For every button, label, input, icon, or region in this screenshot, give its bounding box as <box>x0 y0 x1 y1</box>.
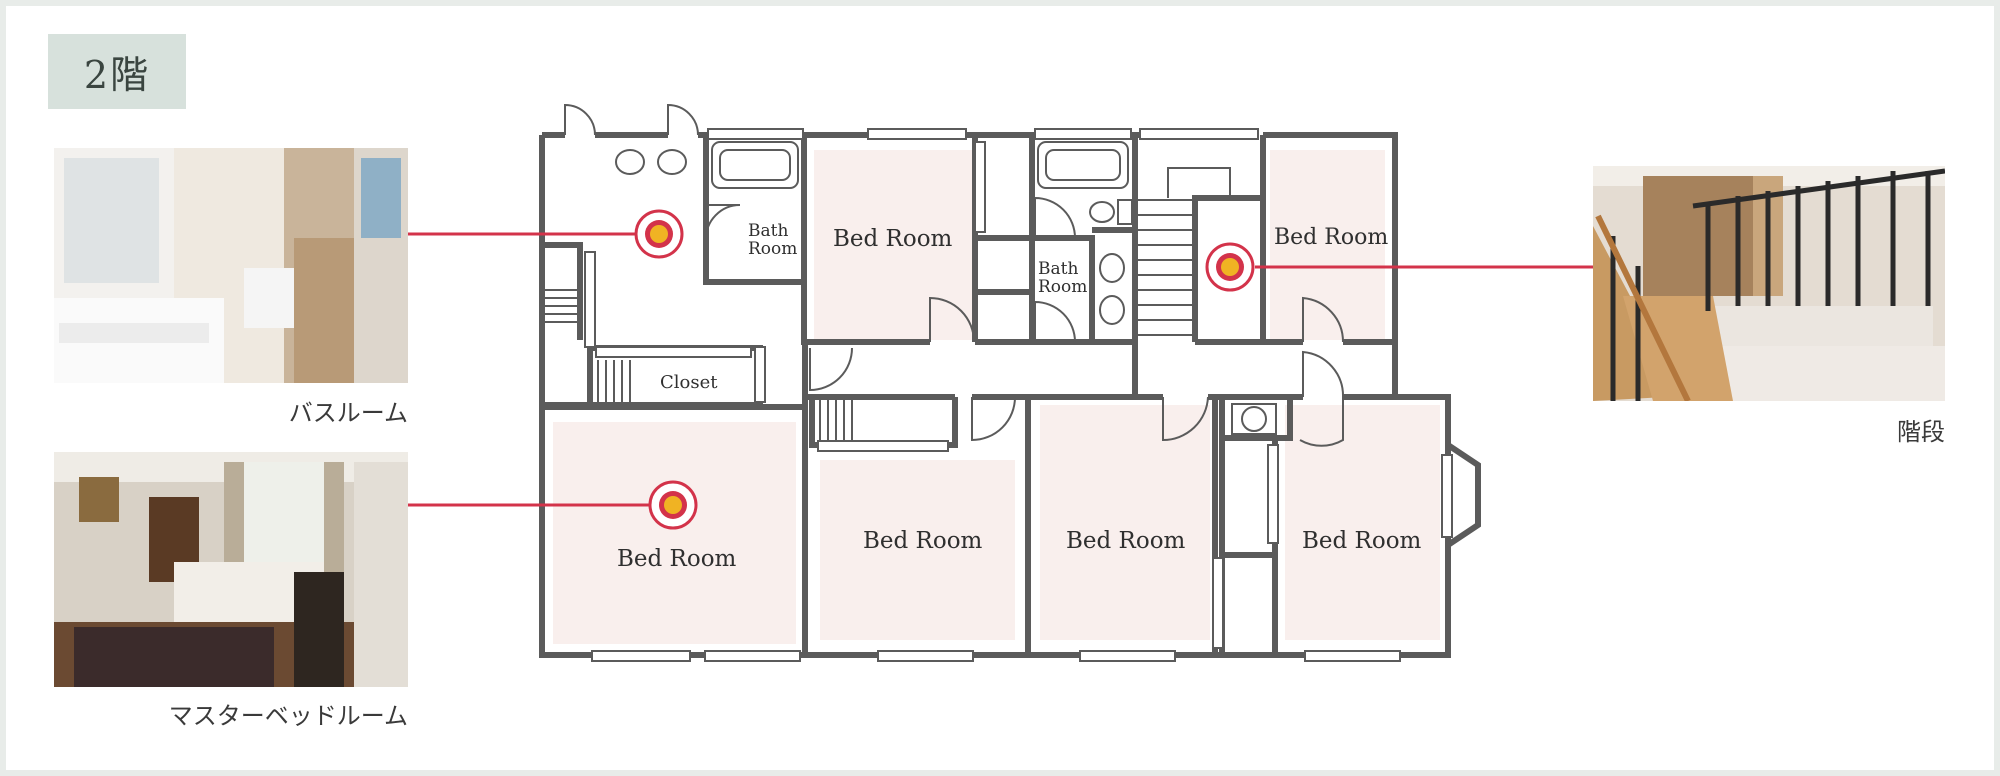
room-label-bath-b: Bath <box>1038 259 1078 279</box>
fixtures <box>615 141 1277 435</box>
bathroom-caption: バスルーム <box>288 399 408 427</box>
room-label-bed-1: Bed Room <box>833 226 953 252</box>
room-label-bed-5: Bed Room <box>1302 528 1422 554</box>
room-label-bath-a: Bath <box>748 221 788 241</box>
room-label-bath-b-2: Room <box>1038 277 1087 297</box>
room-label-bed-master: Bed Room <box>617 546 737 572</box>
room-label-bed-3: Bed Room <box>863 528 983 554</box>
room-label-bath-a-2: Room <box>748 239 797 259</box>
windows <box>584 128 1453 662</box>
marker-stairs[interactable] <box>1205 242 1255 292</box>
door-swings <box>564 103 1345 447</box>
room-label-closet: Closet <box>660 372 718 393</box>
stairs-caption: 階段 <box>1897 418 1945 446</box>
walls <box>539 132 1481 658</box>
bathroom-photo[interactable] <box>54 148 408 383</box>
floor-label: 2階 <box>48 34 186 109</box>
marker-master-bedroom[interactable] <box>648 480 698 530</box>
marker-bathroom[interactable] <box>634 209 684 259</box>
stairs-photo[interactable] <box>1593 166 1945 401</box>
master-bedroom-photo[interactable] <box>54 452 408 687</box>
room-label-bed-4: Bed Room <box>1066 528 1186 554</box>
stair-steps <box>545 167 1231 440</box>
connector-lines <box>408 232 1593 507</box>
room-label-bed-2: Bed Room <box>1274 225 1388 250</box>
master-bedroom-caption: マスターベッドルーム <box>168 702 408 730</box>
